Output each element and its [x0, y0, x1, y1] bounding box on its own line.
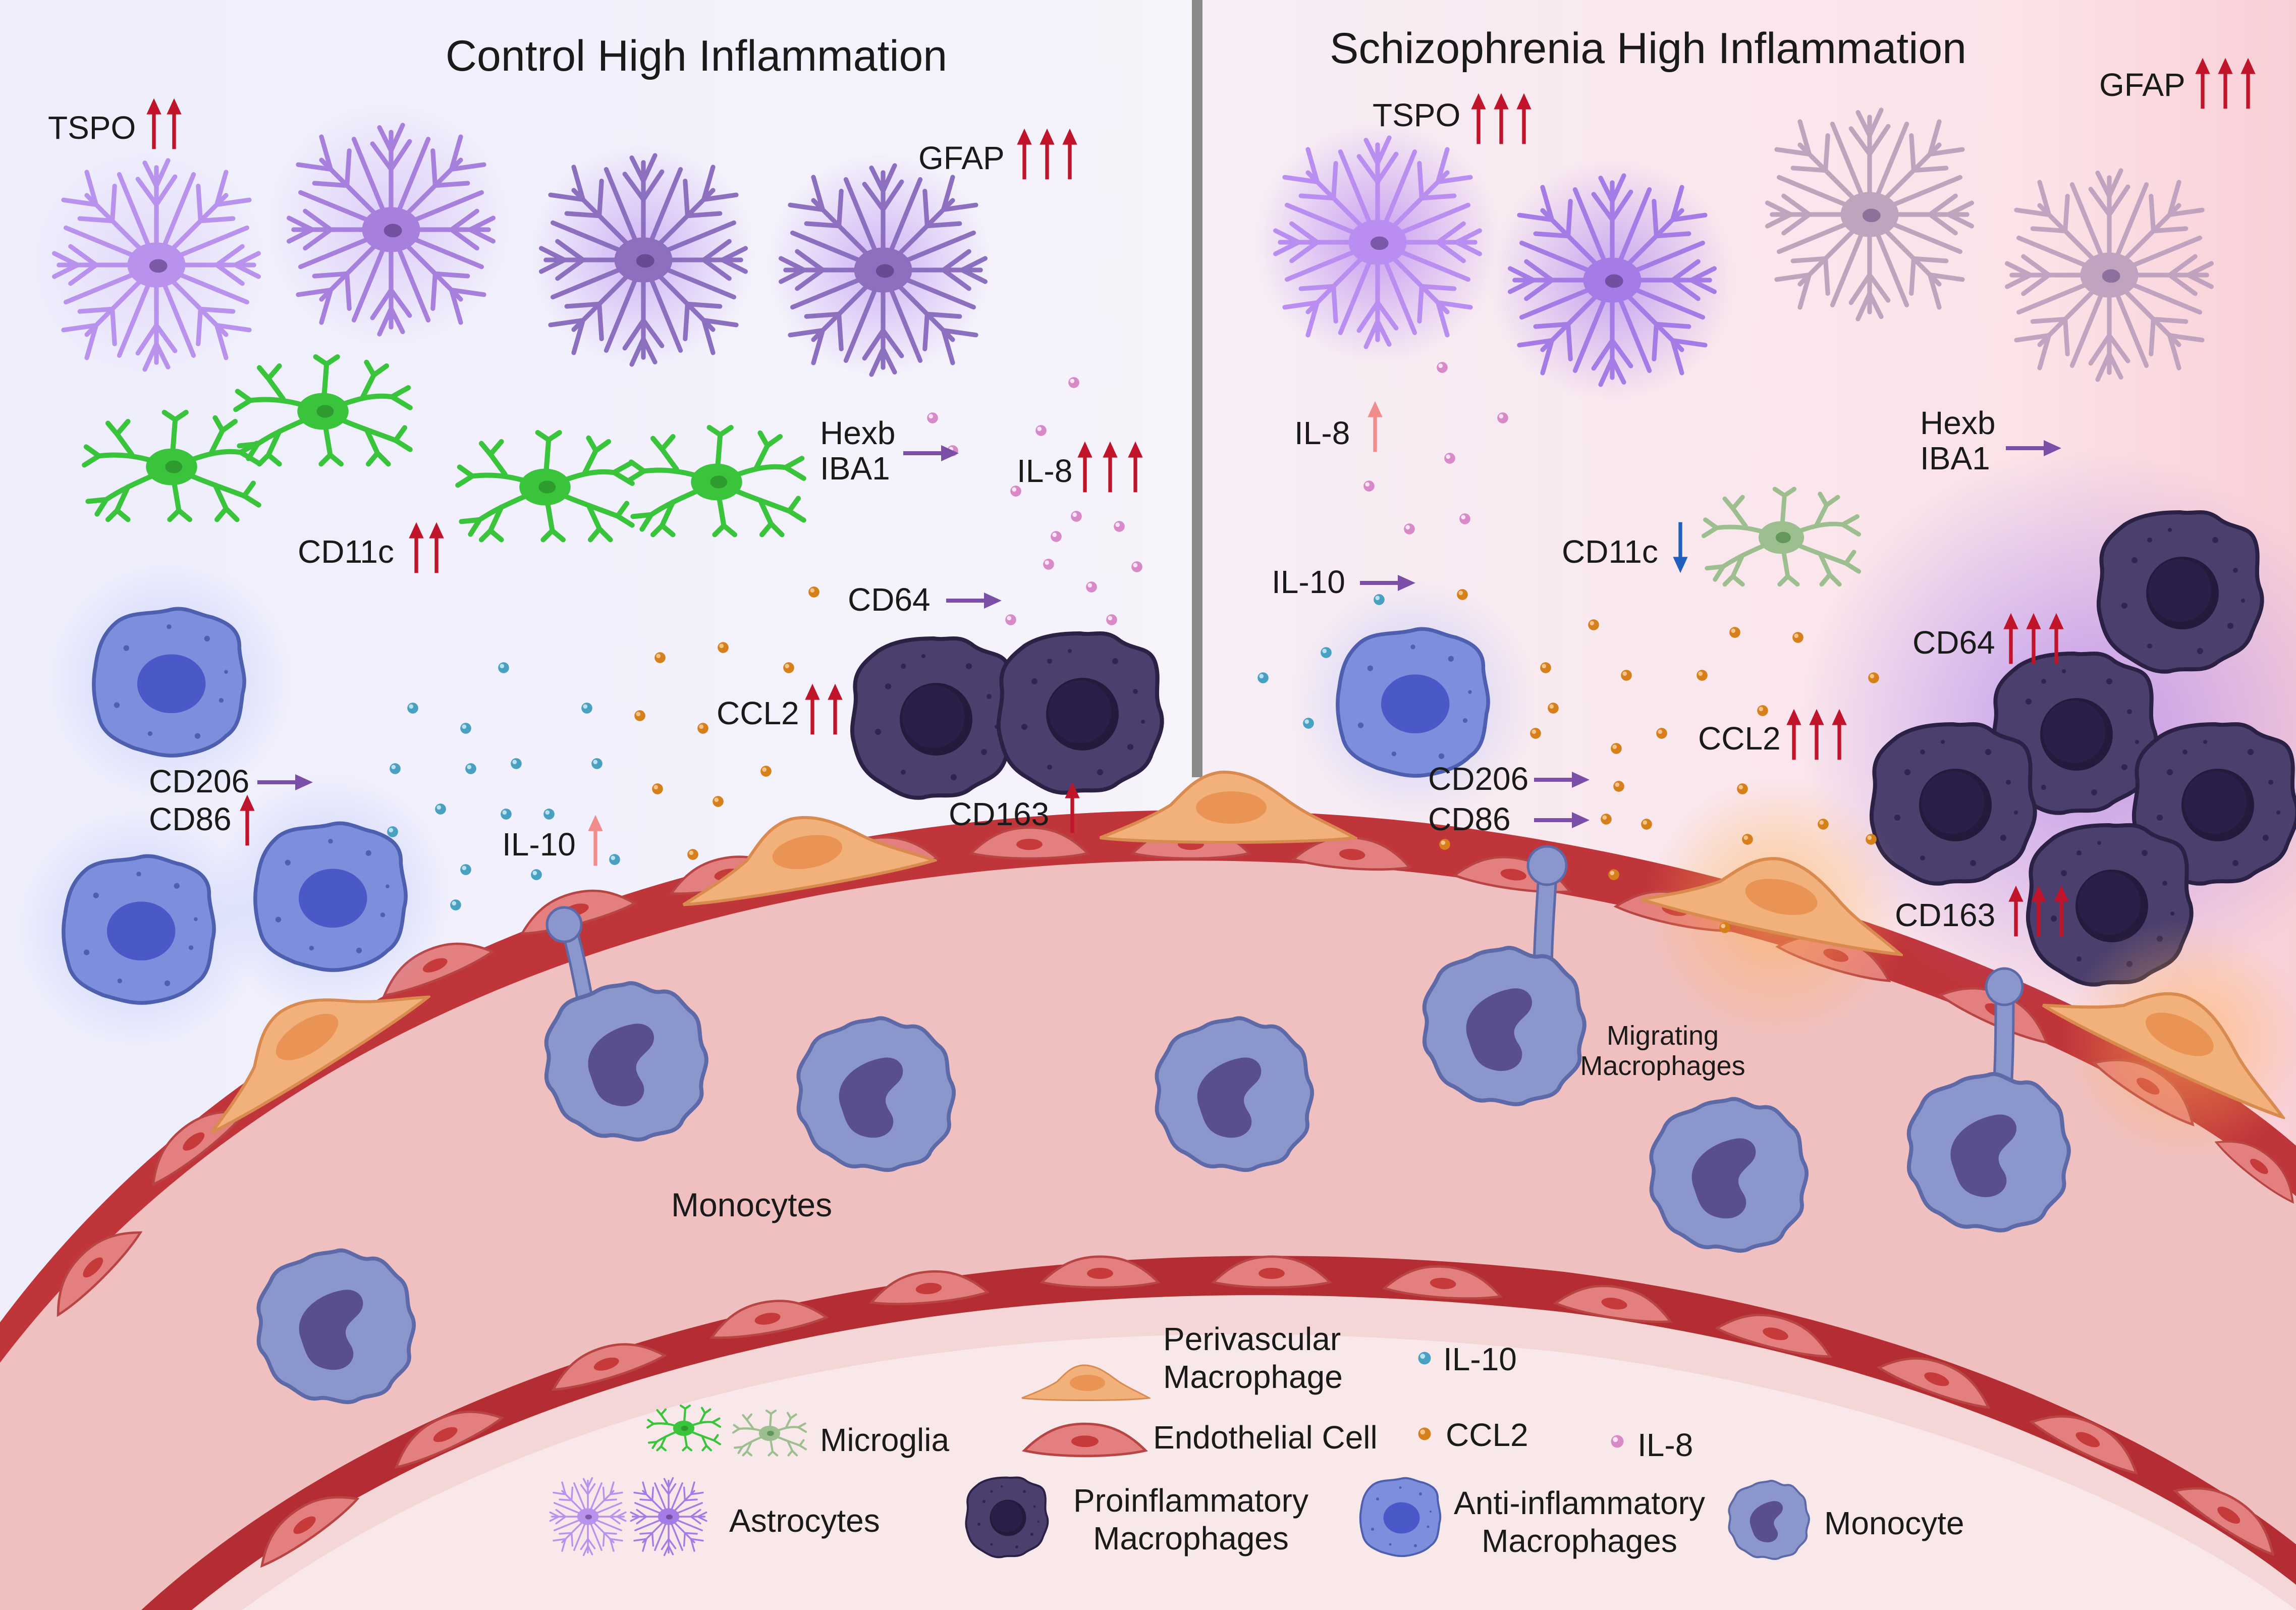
right-gfap-label: GFAP — [2099, 58, 2256, 109]
left-il10-label: IL-10 — [502, 815, 603, 866]
tspo-label: TSPO — [48, 110, 136, 146]
proinflammatory-macrophage-legend-icon — [965, 1476, 1049, 1559]
iba1-label: IBA1 — [820, 450, 890, 487]
left-cd11c-label: CD11c — [298, 522, 444, 573]
legend-proinflammatory-line2: Macrophages — [1093, 1520, 1289, 1557]
cd163-label: CD163 — [1895, 897, 1995, 933]
right-ccl2-label: CCL2 — [1698, 709, 1847, 760]
hexb-label: Hexb — [1920, 405, 1995, 441]
legend-ccl2: CCL2 — [1446, 1417, 1528, 1453]
left-migrating-monocyte — [546, 906, 706, 1140]
antiinflammatory-macrophage-icon — [94, 609, 244, 756]
gfap-label: GFAP — [2099, 67, 2185, 103]
title-left: Control High Inflammation — [446, 32, 947, 80]
right-il8-label: IL-8 — [1294, 401, 1383, 452]
right-antiinflammatory-macrophage — [1292, 580, 1534, 823]
left-gfap-label: GFAP — [918, 128, 1077, 180]
right-migrating-macrophages — [1425, 845, 2069, 1230]
monocyte-icon — [1909, 1074, 2069, 1230]
right-proinflammatory-macrophages — [1801, 449, 2296, 1014]
migrating-label-line2: Macrophages — [1580, 1051, 1745, 1081]
right-cd206-cd86-label: CD206 CD86 — [1428, 761, 1590, 837]
left-tspo-label: TSPO — [48, 98, 182, 149]
right-tspo-label: TSPO — [1373, 93, 1532, 144]
cd64-label: CD64 — [1912, 624, 1995, 661]
legend-il8: IL-8 — [1637, 1427, 1693, 1463]
antiinflammatory-macrophage-icon — [255, 823, 406, 970]
legend-il10: IL-10 — [1443, 1341, 1517, 1377]
il8-legend-icon — [1611, 1435, 1624, 1448]
il8-label: IL-8 — [1294, 415, 1350, 451]
hexb-label: Hexb — [820, 415, 895, 451]
cd163-label: CD163 — [949, 796, 1049, 832]
gfap-label: GFAP — [918, 140, 1005, 176]
left-hexb-iba1-label: Hexb IBA1 — [820, 415, 959, 487]
legend-perivascular-line1: Perivascular — [1163, 1321, 1341, 1357]
right-cd163-label: CD163 — [1895, 885, 2069, 937]
ccl2-legend-icon — [1418, 1427, 1431, 1440]
monocyte-icon — [258, 1250, 414, 1402]
ccl2-label: CCL2 — [1698, 720, 1781, 757]
antiinflammatory-macrophage-legend-icon — [1359, 1477, 1442, 1558]
left-cd64-label: CD64 — [848, 581, 1002, 618]
monocyte-icon — [1651, 1099, 1807, 1251]
iba1-label: IBA1 — [1920, 440, 1990, 476]
monocytes-label: Monocytes — [671, 1186, 832, 1223]
legend-perivascular-line2: Macrophage — [1163, 1359, 1343, 1395]
left-astrocytes — [30, 103, 992, 379]
migrating-label-line1: Migrating — [1607, 1021, 1719, 1051]
panel-divider — [1192, 0, 1202, 777]
il10-label: IL-10 — [502, 826, 576, 863]
left-cd163-label: CD163 — [949, 782, 1080, 833]
legend-astrocytes: Astrocytes — [729, 1502, 880, 1539]
monocyte-icon — [546, 983, 706, 1140]
antiinflammatory-macrophage-icon — [64, 856, 214, 1003]
antiinflammatory-macrophage-icon — [1338, 629, 1488, 776]
left-cd206-cd86-label: CD206 CD86 — [149, 763, 313, 846]
monocyte-icon — [798, 1018, 954, 1170]
legend-endothelial: Endothelial Cell — [1153, 1419, 1378, 1456]
monocyte-icon — [1425, 948, 1584, 1104]
cd64-label: CD64 — [848, 581, 931, 618]
right-astrocytes — [1256, 110, 2211, 401]
cd86-label: CD86 — [149, 801, 232, 837]
legend-monocyte: Monocyte — [1824, 1505, 1964, 1541]
title-right: Schizophrenia High Inflammation — [1330, 24, 1966, 73]
tspo-label: TSPO — [1373, 97, 1460, 133]
il8-label: IL-8 — [1017, 453, 1072, 489]
proinflammatory-macrophage-icon — [852, 638, 1016, 798]
right-il10-label: IL-10 — [1272, 564, 1415, 600]
cd206-label: CD206 — [1428, 761, 1528, 797]
left-il8-label: IL-8 — [1017, 441, 1143, 493]
legend-microglia: Microglia — [820, 1422, 949, 1458]
right-cd11c-label: CD11c — [1562, 522, 1688, 573]
monocyte-icon — [1157, 1018, 1312, 1170]
migrating-macrophages-label: Migrating Macrophages — [1580, 1021, 1745, 1081]
il10-legend-icon — [1418, 1352, 1431, 1365]
left-ccl2-label: CCL2 — [717, 683, 843, 735]
cd86-label: CD86 — [1428, 801, 1511, 837]
cd206-label: CD206 — [149, 763, 249, 799]
right-hexb-iba1-label: Hexb IBA1 — [1920, 405, 2061, 476]
monocyte-legend-icon — [1728, 1479, 1810, 1560]
proinflammatory-macrophage-icon — [999, 633, 1162, 793]
right-perivascular-macrophages — [1641, 777, 2296, 1161]
il10-label: IL-10 — [1272, 564, 1345, 600]
legend: Perivascular Macrophage IL-10 Microglia … — [549, 1321, 1964, 1560]
cd11c-label: CD11c — [298, 533, 394, 570]
legend-antiinflammatory-line2: Macrophages — [1482, 1523, 1677, 1559]
proinflammatory-macrophage-icon — [2099, 512, 2262, 672]
ccl2-label: CCL2 — [717, 695, 799, 731]
legend-antiinflammatory-line1: Anti-inflammatory — [1454, 1485, 1705, 1521]
right-cd64-label: CD64 — [1912, 613, 2064, 664]
legend-proinflammatory-line1: Proinflammatory — [1073, 1482, 1308, 1519]
cd11c-label: CD11c — [1562, 533, 1658, 570]
